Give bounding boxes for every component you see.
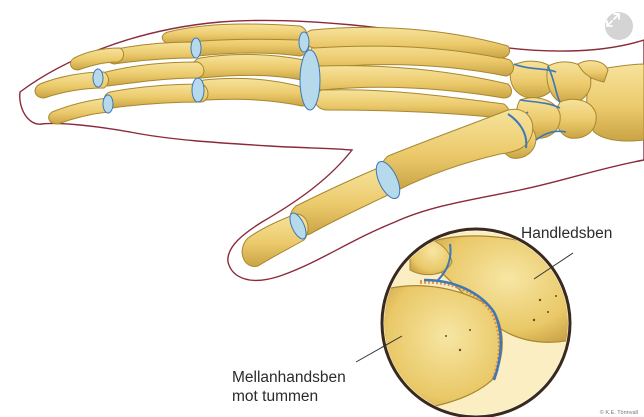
carpal-bone-label: Handledsben: [521, 224, 612, 243]
expand-button[interactable]: [605, 12, 633, 40]
expand-icon: [605, 12, 621, 28]
zoom-detail-circle: [380, 228, 580, 417]
thumb-metacarpal-label: Mellanhandsben mot tummen: [232, 368, 346, 406]
illustrator-credit: © K.E. Tönnvall: [600, 410, 638, 416]
